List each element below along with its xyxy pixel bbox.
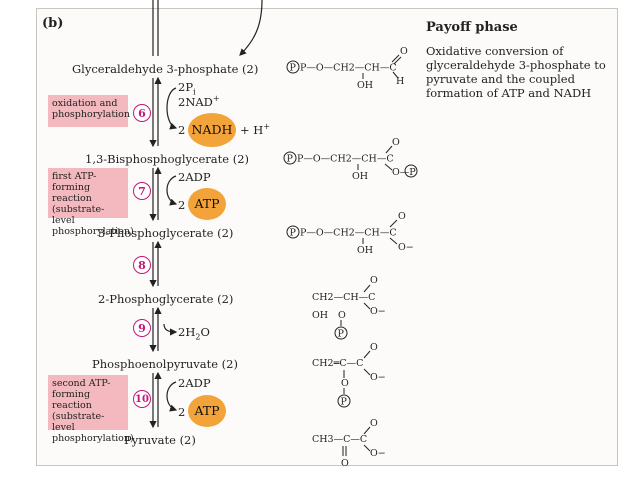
structure-6-carboxylate: O− (370, 448, 386, 459)
structure-4-phosphate: P (338, 329, 345, 340)
structure-1-chain: P—O—CH2—CH—C (300, 63, 397, 74)
step-number-6: 6 (133, 104, 151, 122)
step-number-8: 8 (133, 256, 151, 274)
structure-6-oxygen: O (370, 418, 378, 429)
svg-text:P: P (290, 228, 297, 239)
structure-4-carboxylate: O− (370, 306, 386, 317)
structure-4-oxygen: O (370, 275, 378, 286)
reaction-type-first-atp: first ATP-forming reaction (substrate-le… (48, 168, 134, 237)
metabolite-2-phosphoglycerate: 2-Phosphoglycerate (2) (98, 292, 234, 306)
atp-coefficient-b: 2 (178, 405, 186, 419)
metabolite-glyceraldehyde-3-phosphate: Glyceraldehyde 3-phosphate (2) (72, 62, 259, 76)
structure-3-oxygen: O (398, 211, 406, 222)
reagent-2adp-b: 2ADP (178, 376, 211, 390)
structure-5-chain: CH2═C—C (312, 358, 363, 369)
metabolite-1-3-bisphosphoglycerate: 1,3-Bisphosphoglycerate (2) (85, 152, 249, 166)
step-number-7: 7 (133, 182, 151, 200)
structure-2-hydroxyl: OH (352, 171, 368, 182)
svg-text:P: P (290, 63, 297, 74)
step-number-9: 9 (133, 319, 151, 337)
step-number-10: 10 (133, 390, 151, 408)
phase-description: Oxidative conversion of glyceraldehyde 3… (426, 44, 606, 100)
structure-3-carboxylate: O− (398, 242, 414, 253)
metabolite-3-phosphoglycerate: 3-Phosphoglycerate (2) (98, 226, 234, 240)
structure-2-oxygen: O (392, 137, 400, 148)
figure-panel (36, 8, 618, 466)
atp-coefficient-a: 2 (178, 198, 186, 212)
structure-4-hydroxyl: OH (312, 310, 328, 321)
metabolite-pyruvate: Pyruvate (2) (124, 433, 196, 447)
structure-6-keto-oxygen: O (341, 458, 349, 469)
product-water: 2H2O (178, 325, 210, 342)
reaction-type-oxidation: oxidation and phosphorylation (48, 95, 130, 127)
nadh-ellipse: NADH (188, 113, 236, 147)
structure-5-ester-oxygen: O (341, 378, 349, 389)
nadh-coefficient: 2 (178, 123, 186, 137)
structure-4-ester-oxygen: O (338, 310, 346, 321)
reagent-2nad: 2NAD+ (178, 94, 220, 109)
structure-1-oxygen: O (400, 46, 408, 57)
svg-text:P: P (287, 154, 294, 165)
structure-3-hydroxyl: OH (357, 245, 373, 256)
reaction-type-second-atp: second ATP-forming reaction (substrate-l… (48, 375, 134, 444)
reagent-2pi: 2Pi (178, 80, 196, 97)
structure-3-chain: P—O—CH2—CH—C (300, 228, 397, 239)
proton-label: + H+ (240, 122, 271, 137)
atp-ellipse-b: ATP (188, 395, 226, 427)
structure-5-oxygen: O (370, 342, 378, 353)
structure-1-hydrogen: H (396, 76, 404, 87)
structure-5-phosphate: P (341, 397, 348, 408)
reagent-2adp-a: 2ADP (178, 170, 211, 184)
structure-2-chain: P—O—CH2—CH—C (297, 154, 394, 165)
phase-title: Payoff phase (426, 20, 518, 35)
metabolite-phosphoenolpyruvate: Phosphoenolpyruvate (2) (92, 357, 238, 371)
panel-label: (b) (42, 16, 64, 31)
atp-ellipse-a: ATP (188, 188, 226, 220)
structure-6-chain: CH3—C—C (312, 434, 367, 445)
structure-5-carboxylate: O− (370, 372, 386, 383)
structure-4-chain: CH2—CH—C (312, 292, 375, 303)
structure-1-hydroxyl: OH (357, 80, 373, 91)
structure-2-acylphosphate: O—P (392, 167, 416, 178)
